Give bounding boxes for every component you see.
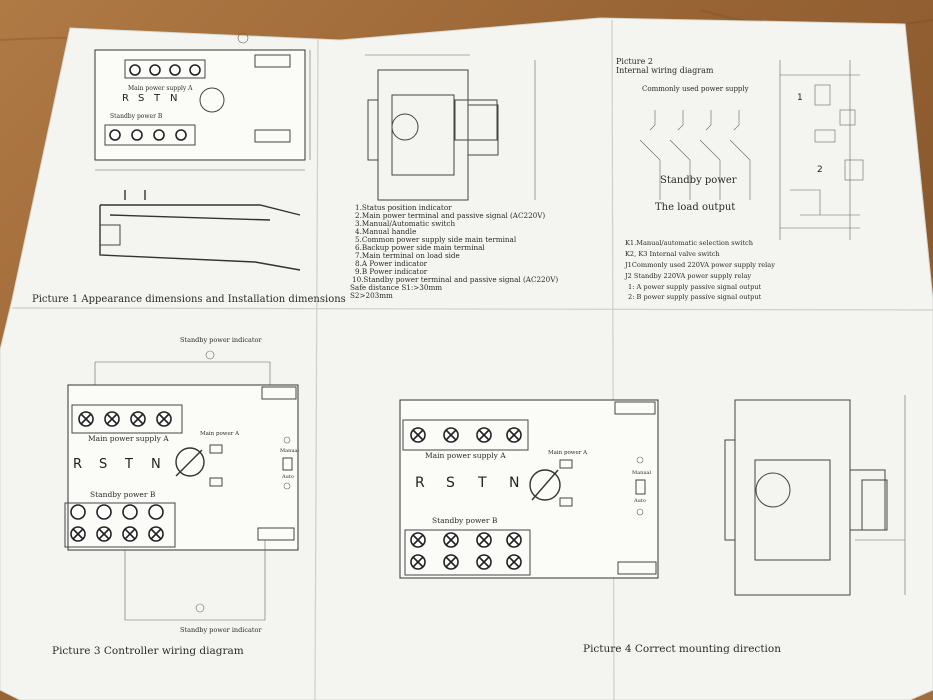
picture1-standby-label: Standby power B <box>110 113 163 120</box>
picture1-manual-handle <box>199 87 225 113</box>
picture1-phase-labels: R S T N <box>122 93 177 104</box>
picture3-manual-handle <box>175 447 205 477</box>
picture2-note: 2: B power supply passive signal output <box>628 293 762 301</box>
picture3-bottom-terminals <box>64 502 176 548</box>
paper-fold-vertical-right <box>611 19 615 700</box>
picture3-phase-labels: R S T N <box>73 457 161 472</box>
legend-item: 4.Manual handle <box>355 227 416 236</box>
legend-item: 1.Status position indicator <box>355 203 452 212</box>
picture2-note: 1: A power supply passive signal output <box>628 283 762 291</box>
paper-fold-horizontal <box>11 307 933 311</box>
phase-label-s: S <box>446 475 455 491</box>
legend-item: 2.Main power terminal and passive signal… <box>355 211 545 220</box>
phase-label-n: N <box>170 93 177 104</box>
picture3-main-power-a: Main power A <box>200 431 240 437</box>
picture2-note: K1.Manual/automatic selection switch <box>625 239 754 247</box>
picture4-manual-label: Manual <box>632 470 652 476</box>
picture4-controller-body <box>399 399 659 579</box>
picture1-bottom-terminals <box>104 124 196 146</box>
picture1-diagram: Main power supply A R S T N Standby powe… <box>32 32 346 305</box>
picture1-main-power-label: Main power supply A <box>128 85 193 92</box>
picture4-main-power-a: Main power A <box>548 450 588 456</box>
picture3-indicator-bottom: Standby power indicator <box>180 626 262 634</box>
picture4-phase-labels: R S T N <box>415 475 519 491</box>
picture3-auto-label: Auto <box>281 474 294 480</box>
phase-label-r: R <box>73 457 82 472</box>
picture4-main-power-label: Main power supply A <box>425 451 506 460</box>
picture3-top-terminals <box>71 404 183 434</box>
picture3-main-power-label: Main power supply A <box>88 434 169 443</box>
picture2-label-1: 1 <box>797 93 803 103</box>
picture2-label-2: 2 <box>817 165 823 175</box>
picture2-note: J2 Standby 220VA power supply relay <box>624 272 751 280</box>
phase-label-r: R <box>122 93 129 104</box>
picture3-indicator-top: Standby power indicator <box>180 336 262 344</box>
picture2-standby: Standby power <box>660 175 737 186</box>
picture4-bottom-terminals <box>404 529 531 576</box>
phase-label-t: T <box>477 475 487 491</box>
legend-item: 10.Standby power terminal and passive si… <box>352 275 558 284</box>
phase-label-n: N <box>509 475 519 491</box>
side-view-top <box>365 54 536 201</box>
picture2-note: J1Commonly used 220VA power supply relay <box>624 261 775 269</box>
picture4-side-view <box>724 395 906 596</box>
picture2-note: K2, K3 Internal valve switch <box>625 250 720 258</box>
picture2-commonly-used: Commonly used power supply <box>642 85 749 93</box>
phase-label-t: T <box>124 457 133 472</box>
safe-distance-s2: S2>203mm <box>350 291 393 300</box>
legend-item: 9.B Power indicator <box>355 267 428 276</box>
picture3-diagram: Standby power indicator Main power suppl… <box>52 336 300 657</box>
legend-item: 8.A Power indicator <box>355 259 428 268</box>
picture3-manual-label: Manual <box>280 448 300 454</box>
paper-fold-vertical-left <box>314 39 319 700</box>
picture2-notes: K1.Manual/automatic selection switch K2,… <box>624 239 775 301</box>
picture2-load-output: The load output <box>655 202 735 213</box>
phase-label-r: R <box>415 475 425 491</box>
picture4-top-terminals <box>402 419 529 451</box>
phase-label-t: T <box>153 93 161 104</box>
picture2-subtitle: Internal wiring diagram <box>616 66 714 75</box>
picture2-title: Picture 2 <box>616 57 653 66</box>
picture2-relay-circuit <box>779 60 864 240</box>
legend-item: 5.Common power supply side main terminal <box>355 235 517 244</box>
phase-label-n: N <box>151 457 161 472</box>
phase-label-s: S <box>138 93 144 104</box>
legend-list: 1.Status position indicator 2.Main power… <box>350 203 558 300</box>
picture4-standby-label: Standby power B <box>432 516 498 525</box>
phase-label-s: S <box>99 457 107 472</box>
safe-distance-s1: Safe distance S1:>30mm <box>350 283 442 292</box>
picture1-top-terminals <box>124 59 206 79</box>
picture4-auto-label: Auto <box>633 498 646 504</box>
picture4-diagram: Main power supply A Main power A R S T N… <box>399 395 906 655</box>
picture3-caption: Picture 3 Controller wiring diagram <box>52 645 244 657</box>
picture2-diagram: Picture 2 Internal wiring diagram Common… <box>616 57 864 301</box>
legend-item: 3.Manual/Automatic switch <box>355 219 455 228</box>
legend-item: 6.Backup power side main terminal <box>355 243 485 252</box>
picture4-caption: Picture 4 Correct mounting direction <box>583 643 781 655</box>
picture1-caption: Picture 1 Appearance dimensions and Inst… <box>32 294 346 305</box>
picture4-manual-handle <box>529 469 561 501</box>
picture3-standby-label: Standby power B <box>90 490 156 499</box>
legend-item: 7.Main terminal on load side <box>355 251 460 260</box>
picture3-controller-body <box>67 384 299 551</box>
